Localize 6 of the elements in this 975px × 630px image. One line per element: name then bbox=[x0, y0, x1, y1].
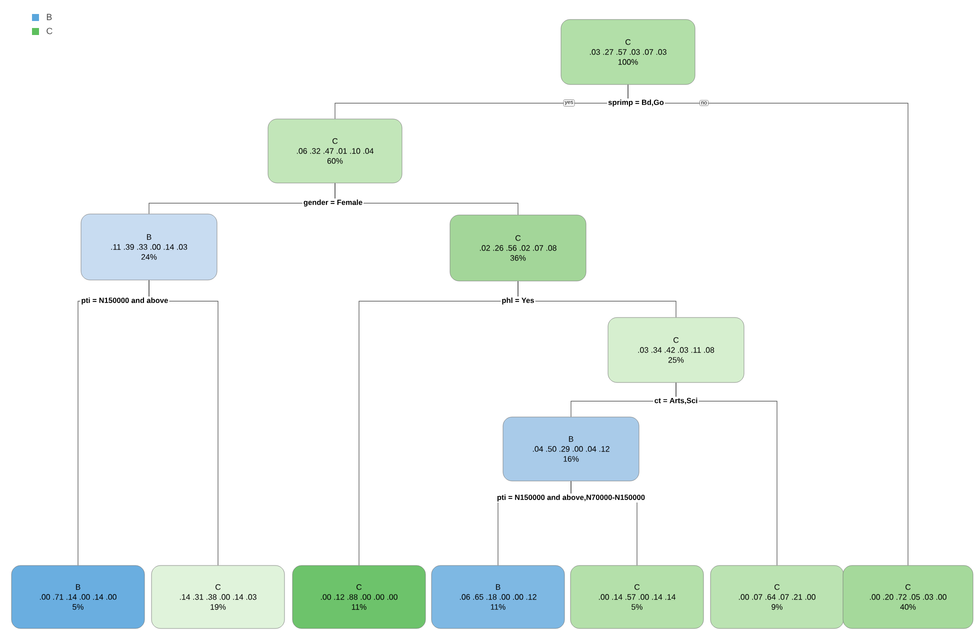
tree-branch bbox=[676, 382, 778, 566]
tree-branch bbox=[628, 84, 908, 566]
legend-label: C bbox=[46, 28, 52, 34]
legend-label: B bbox=[46, 14, 52, 20]
tree-branch bbox=[148, 280, 218, 566]
tree-branch bbox=[518, 280, 676, 318]
